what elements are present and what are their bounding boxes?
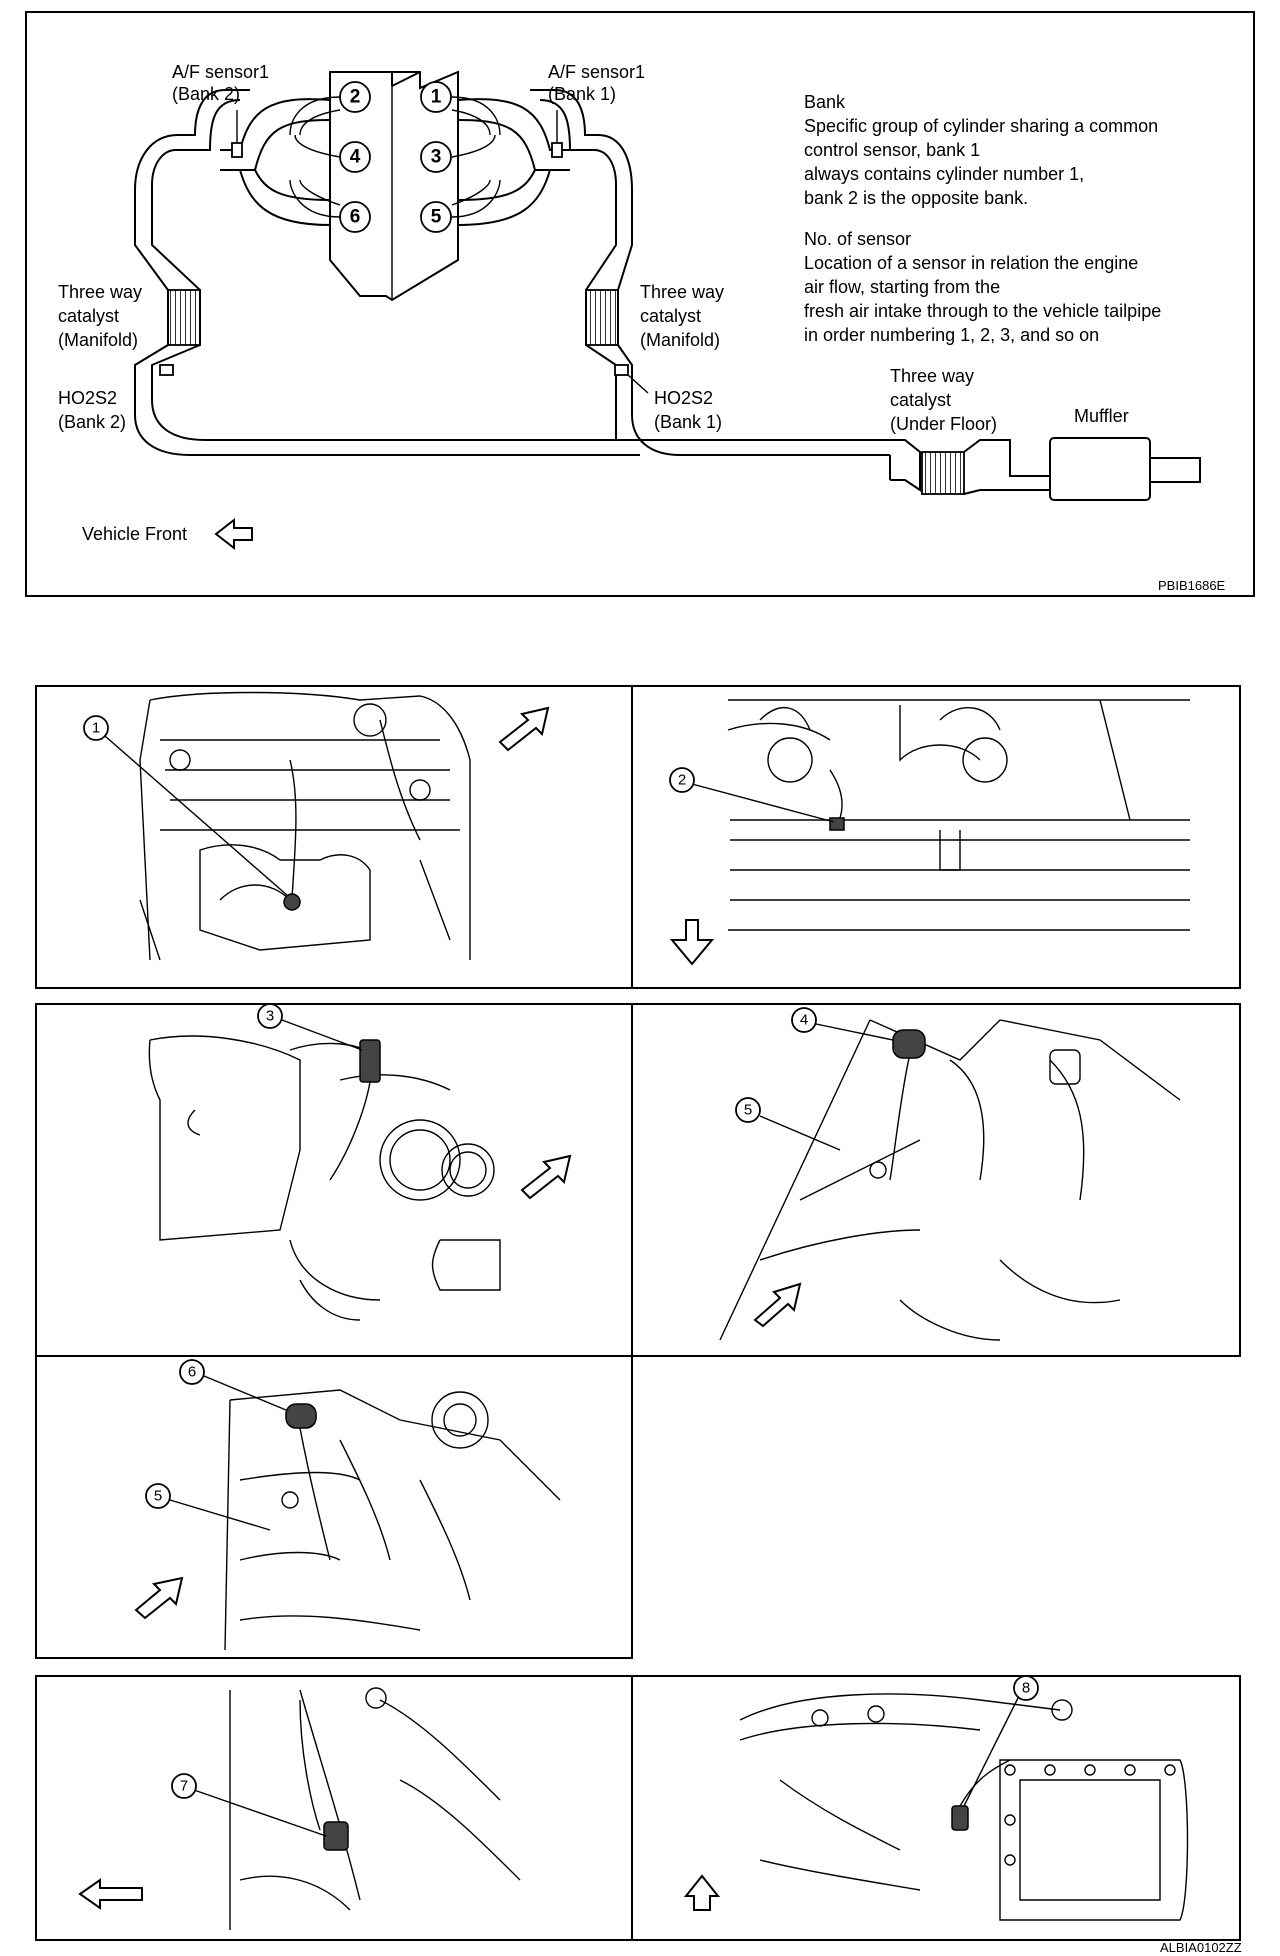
af-sensor-bank1-icon [551,142,563,158]
catalyst-underfloor-label: Three way catalyst (Under Floor) [890,366,997,434]
cylinder-4-label: 4 [350,147,361,168]
catalyst-right-label: Three way catalyst (Manifold) [640,282,729,350]
panel-7-illustration: 8 [683,1675,1189,1921]
cylinder-6-label: 6 [350,207,361,228]
panel-7-direction-arrow-icon [683,1874,721,1911]
panel-4-frame [631,1003,1241,1357]
callout-8-label: 8 [1022,1680,1030,1697]
cylinder-3 [420,141,452,173]
panel-2-direction-arrow-icon [669,919,715,966]
vehicle-front-arrow-icon [214,517,253,551]
callout-3 [257,1003,283,1029]
panel-4-illustration: 4 5 [719,1007,1181,1341]
figure-code-top: PBIB1686E [1158,578,1226,593]
callout-7 [171,1773,197,1799]
panel-6-direction-arrow-icon [78,1878,143,1910]
panel-3-illustration: 3 [148,1003,572,1321]
sensor-photo-grid: 1 2 [35,685,1242,1955]
callout-1-label: 1 [92,720,100,737]
panel-5-frame [35,1355,633,1659]
panel-2-illustration: 2 [669,699,1190,966]
vehicle-front-label: Vehicle Front [82,524,187,544]
ho2s2-bank2-icon [159,364,174,376]
panel-1-direction-arrow-icon [498,706,550,752]
callout-2-label: 2 [678,772,686,789]
definitions-text: Bank Specific group of cylinder sharing … [804,92,1166,345]
af-sensor-bank1-label: A/F sensor1 (Bank 1) [548,62,650,104]
ho2s2-bank1-icon [614,364,629,376]
catalyst-left-label: Three way catalyst (Manifold) [58,282,147,350]
underfloor-catalyst [889,439,1050,495]
callout-3-label: 3 [266,1008,274,1025]
callout-8 [1013,1675,1039,1701]
cylinders-bank1: 1 3 5 [420,81,452,233]
callout-5a [735,1097,761,1123]
panel-7-frame [631,1675,1241,1941]
panel-1-illustration: 1 [83,691,550,961]
panel-5-direction-arrow-icon [134,1576,184,1620]
muffler-body [1049,437,1201,501]
cylinder-5-label: 5 [431,207,442,228]
catalyst-right [585,235,890,456]
top-diagram-frame [25,11,1255,597]
engine-block [329,70,459,302]
panel-4-direction-arrow-icon [753,1282,802,1328]
af-sensor-bank2-icon [231,142,243,158]
callout-4-label: 4 [800,1012,808,1029]
figure-code-bottom: ALBIA0102ZZ [1160,1940,1242,1955]
af-sensor-bank2-label: A/F sensor1 (Bank 2) [172,62,274,104]
ho2s2-bank2-label: HO2S2 (Bank 2) [58,388,126,432]
callout-4 [791,1007,817,1033]
ho2s2-bank1-label: HO2S2 (Bank 1) [654,388,722,432]
callout-1 [83,715,109,741]
exhaust-manifold-left [134,89,341,235]
panel-3-frame [35,1003,633,1357]
cylinder-1 [420,81,452,113]
cylinder-1-label: 1 [431,87,442,108]
panel-3-direction-arrow-icon [520,1154,572,1200]
callout-2 [669,767,695,793]
panel-5-illustration: 6 5 [134,1359,561,1651]
callout-6 [179,1359,205,1385]
callout-5b [145,1483,171,1509]
callout-6-label: 6 [188,1364,196,1381]
callout-5b-label: 5 [154,1488,162,1505]
panel-6-illustration: 7 [78,1687,521,1930]
cylinder-3-label: 3 [431,147,442,168]
exhaust-system-diagram: 2 4 6 1 3 5 [25,11,1255,597]
cylinder-2-label: 2 [350,87,361,108]
cylinder-5 [420,201,452,233]
exhaust-manifold-right [451,89,633,235]
cylinders-bank2: 2 4 6 [339,81,371,233]
catalyst-left [134,235,640,456]
panel-2-frame [631,685,1241,989]
callout-7-label: 7 [180,1778,188,1795]
muffler-label: Muffler [1074,406,1129,426]
callout-5a-label: 5 [744,1102,752,1119]
